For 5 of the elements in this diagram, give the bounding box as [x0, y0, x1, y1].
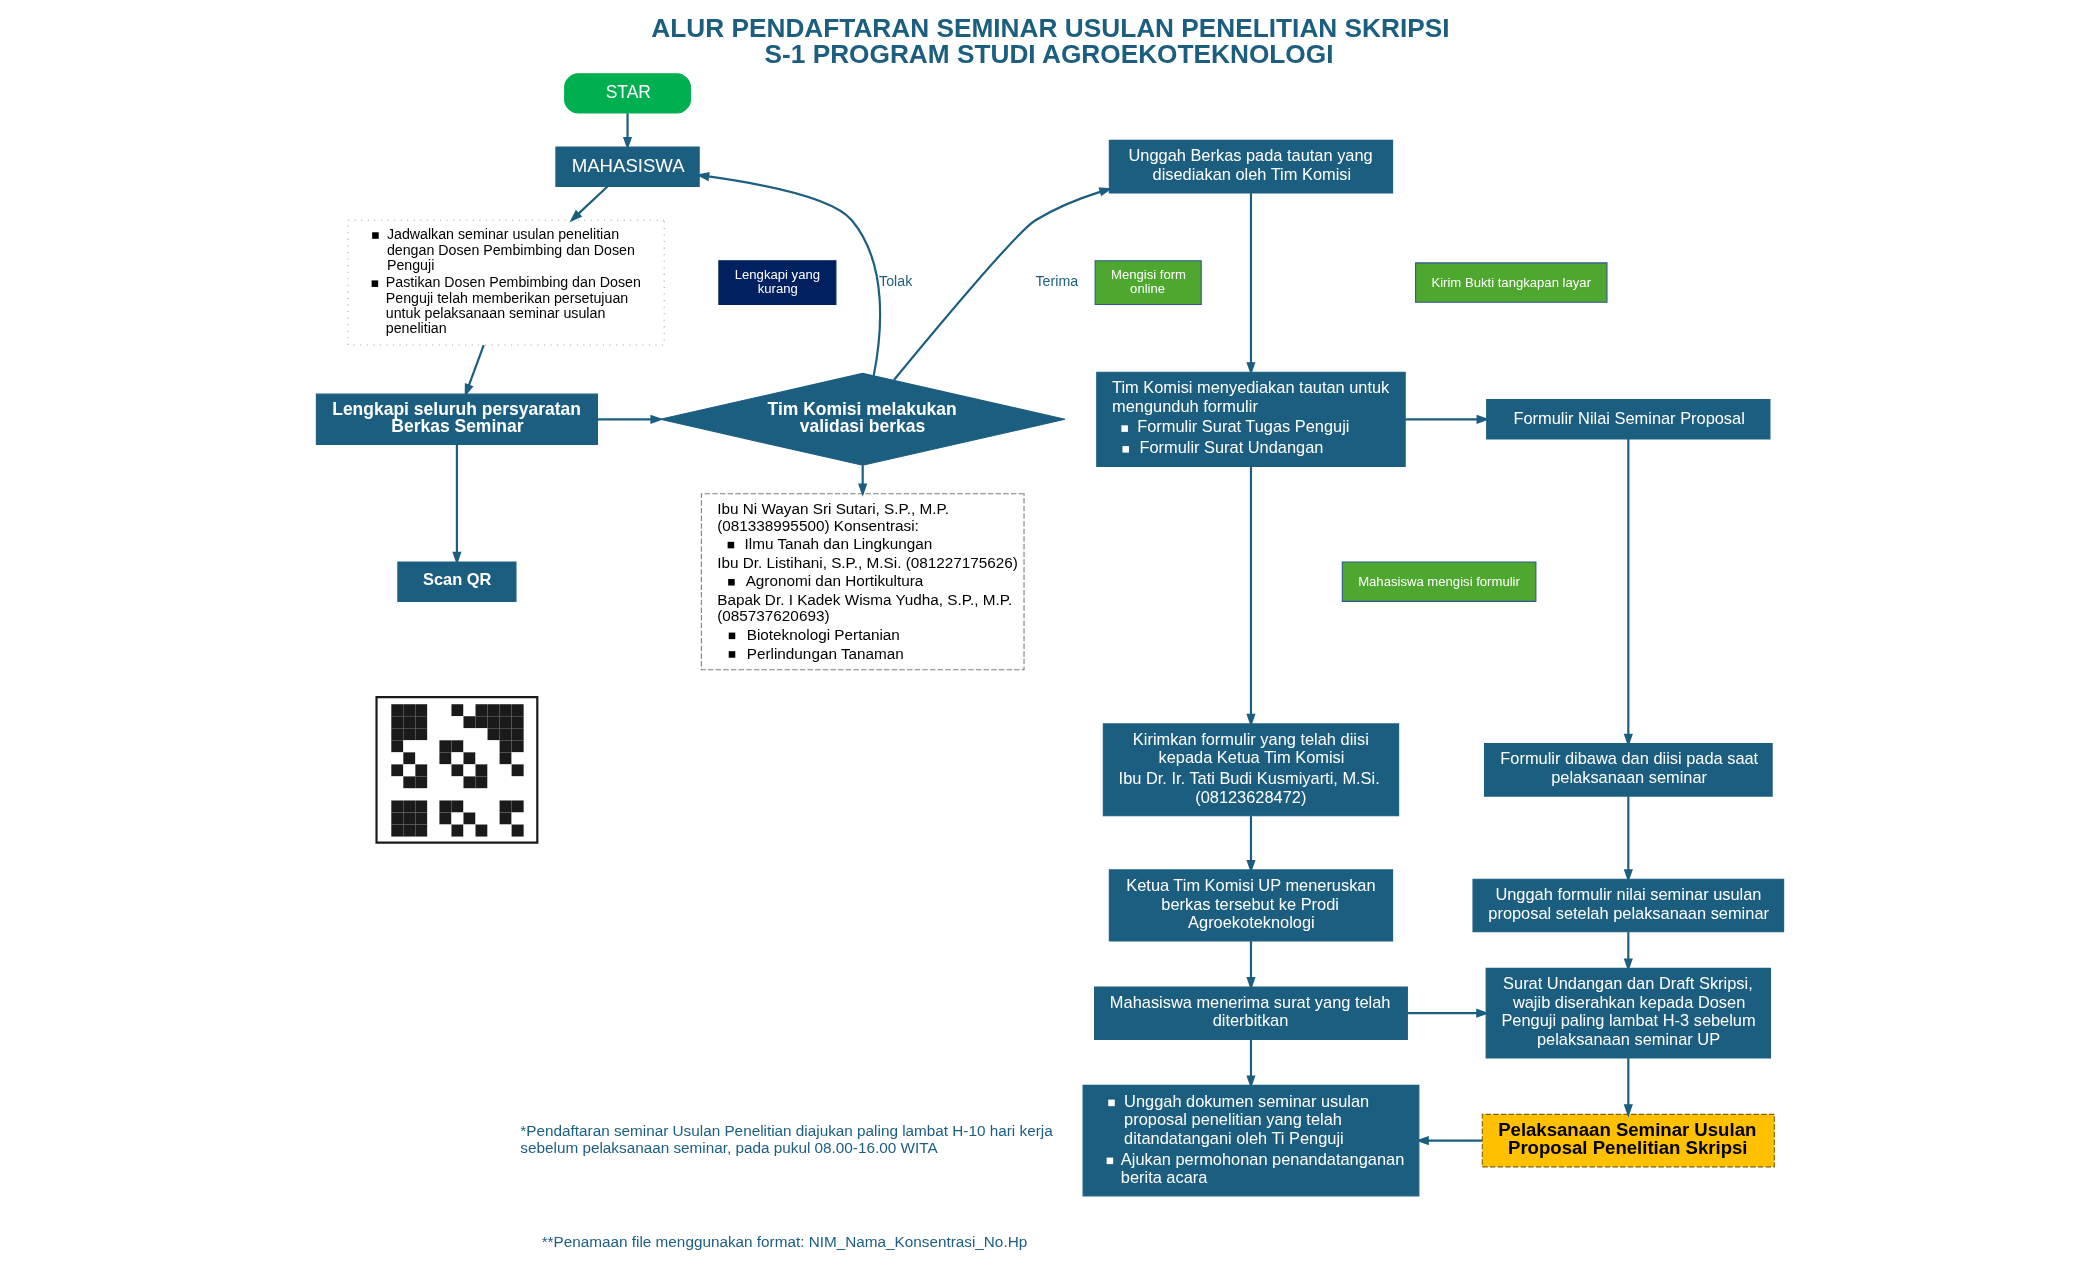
label: *Pendaftaran seminar Usulan Penelitian diajukan paling lambat H-10 hari kerja sebelum pelaksanaan seminar, pada pukul 08.00-16.00 WITA	[520, 1122, 1053, 1156]
edge-label: Terima	[1035, 273, 1079, 290]
edge-label: Tolak	[879, 273, 913, 290]
diagram-title: ALUR PENDAFTARAN SEMINAR USULAN PENELITIAN SKRIPSI S-1 PROGRAM STUDI AGROEKOTEKNOLOGI	[651, 12, 1450, 69]
label: **Penamaan file menggunakan format: NIM_Nama_Konsentrasi_No.Hp	[541, 1232, 1028, 1250]
